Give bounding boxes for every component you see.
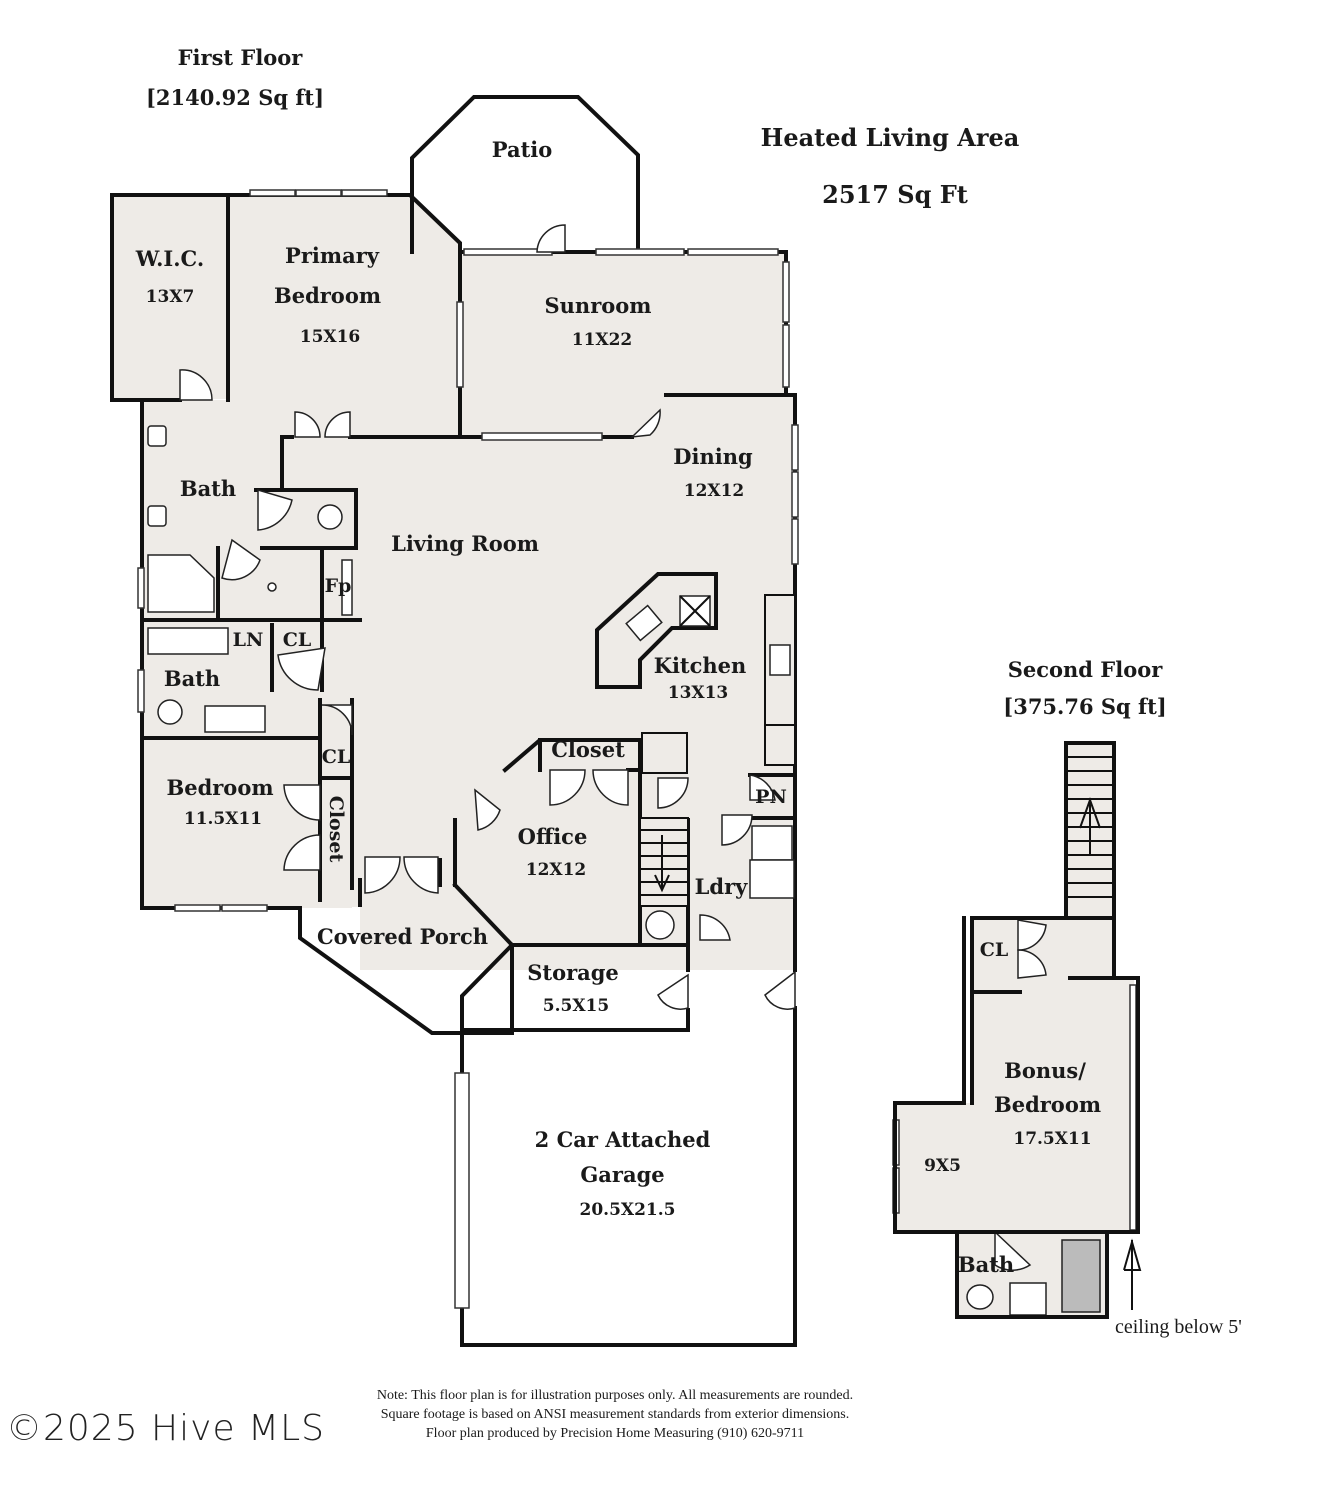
watermark: ©2025 Hive MLS <box>6 1408 325 1449</box>
fixtures <box>147 425 1101 1316</box>
room-upper-closet: CL <box>979 939 1009 961</box>
room-dining-dim: 12X12 <box>683 481 745 501</box>
second-floor-area: [375.76 Sq ft] <box>1003 694 1167 719</box>
doors <box>179 224 1047 1271</box>
room-bedroom: Bedroom <box>166 775 274 800</box>
room-bath-2: Bath <box>163 666 221 691</box>
room-pantry: PN <box>755 786 787 808</box>
room-primary-bedroom-line2: Bedroom <box>273 283 382 308</box>
room-kitchen-dim: 13X13 <box>667 683 729 703</box>
room-bedroom-closet: Closet <box>325 795 347 863</box>
ceiling-note: ceiling below 5' <box>1115 1316 1242 1338</box>
first-floor-area: [2140.92 Sq ft] <box>145 85 325 110</box>
room-office-closet: Closet <box>551 737 625 762</box>
room-linen: LN <box>232 629 264 651</box>
heated-area-title: Heated Living Area <box>760 123 1020 152</box>
room-primary-bedroom-dim: 15X16 <box>299 327 361 347</box>
room-fireplace: Fp <box>324 575 352 597</box>
disclaimer-note: Note: This floor plan is for illustratio… <box>270 1386 960 1443</box>
room-hall-closet: CL <box>282 629 312 651</box>
room-wic-dim: 13X7 <box>145 287 195 307</box>
room-covered-porch: Covered Porch <box>316 924 489 949</box>
room-garage-dim: 20.5X21.5 <box>579 1200 676 1220</box>
heated-area-total: 2517 Sq Ft <box>822 180 968 209</box>
room-storage: Storage <box>527 960 619 985</box>
room-sunroom-dim: 11X22 <box>571 330 633 350</box>
room-garage: 2 Car Attached <box>534 1127 711 1152</box>
first-floor-title: First Floor <box>177 45 303 70</box>
room-bedroom-cl: CL <box>321 746 351 768</box>
room-office-dim: 12X12 <box>525 860 587 880</box>
disclaimer-line-3: Floor plan produced by Precision Home Me… <box>425 1426 805 1441</box>
room-primary-bedroom: Primary <box>285 243 379 268</box>
room-nook-dim: 9X5 <box>924 1156 961 1176</box>
room-upper-bath: Bath <box>957 1252 1015 1277</box>
room-kitchen: Kitchen <box>653 653 747 678</box>
room-sunroom: Sunroom <box>544 293 652 318</box>
room-primary-bath: Bath <box>179 476 237 501</box>
room-wic: W.I.C. <box>135 246 205 271</box>
disclaimer-line-1: Note: This floor plan is for illustratio… <box>376 1388 854 1403</box>
room-dining: Dining <box>673 444 753 469</box>
room-bonus: Bonus/ <box>1004 1058 1086 1083</box>
room-office: Office <box>517 824 588 849</box>
room-bonus-line2: Bedroom <box>993 1092 1102 1117</box>
room-storage-dim: 5.5X15 <box>542 996 610 1016</box>
room-garage-line2: Garage <box>580 1162 665 1187</box>
second-floor-title: Second Floor <box>1007 657 1163 682</box>
room-living-room: Living Room <box>391 531 539 556</box>
disclaimer-line-2: Square footage is based on ANSI measurem… <box>380 1407 850 1422</box>
room-patio: Patio <box>491 137 553 162</box>
second-floor-walls <box>893 916 1142 1319</box>
room-bonus-dim: 17.5X11 <box>1013 1129 1092 1149</box>
room-bedroom-dim: 11.5X11 <box>183 809 263 829</box>
room-laundry: Ldry <box>694 874 748 899</box>
stairs <box>639 741 1116 920</box>
